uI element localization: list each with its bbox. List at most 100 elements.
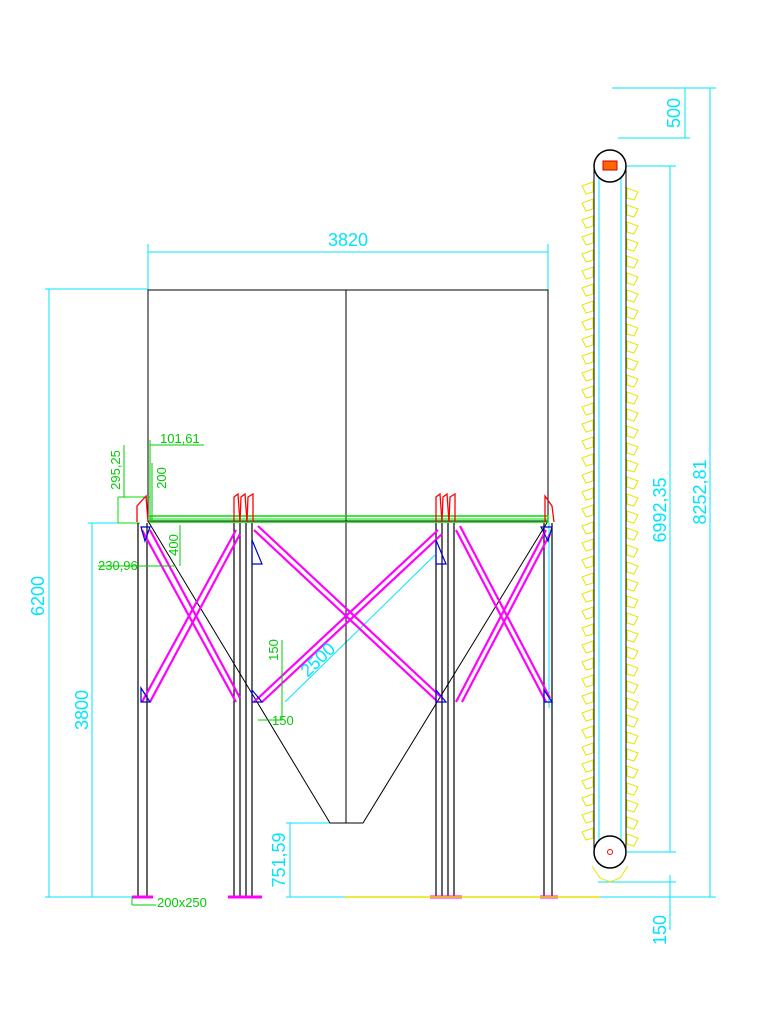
- bucket-left: [581, 759, 594, 773]
- bucket-right: [626, 544, 639, 558]
- bucket-right: [626, 255, 639, 269]
- bucket-left: [581, 470, 594, 484]
- dim-conveyor-total: 8252,81: [690, 459, 710, 524]
- bucket-left: [581, 300, 594, 314]
- bucket-right: [626, 476, 639, 490]
- bucket-right: [626, 323, 639, 337]
- bucket-right: [626, 442, 639, 456]
- bucket-right: [626, 782, 639, 796]
- dim-brace-start: 230,96: [98, 558, 138, 573]
- bucket-left: [581, 266, 594, 280]
- dim-conveyor-base: 150: [650, 915, 670, 945]
- bucket-left: [581, 827, 594, 841]
- bucket-left: [581, 708, 594, 722]
- bucket-left: [581, 606, 594, 620]
- bucket-left: [581, 334, 594, 348]
- bucket-left: [581, 776, 594, 790]
- bucket-right: [626, 306, 639, 320]
- bucket-left: [581, 419, 594, 433]
- bucket-right: [626, 578, 639, 592]
- bucket-left: [581, 198, 594, 212]
- bucket-right: [626, 408, 639, 422]
- bucket-elevator: [581, 149, 639, 883]
- bucket-right: [626, 714, 639, 728]
- bucket-right: [626, 391, 639, 405]
- bucket-right: [626, 221, 639, 235]
- bucket-right: [626, 833, 639, 847]
- bucket-right: [626, 561, 639, 575]
- bucket-right: [626, 357, 639, 371]
- bucket-left: [581, 181, 594, 195]
- bucket-right: [626, 493, 639, 507]
- bucket-left: [581, 572, 594, 586]
- ring-beam: [117, 496, 549, 524]
- bucket-left: [581, 368, 594, 382]
- dimension-labels: 3820 6200 3800 751,59 2500 500 6992,35 8…: [28, 98, 710, 945]
- bucket-left: [581, 402, 594, 416]
- bucket-left: [581, 742, 594, 756]
- bucket-right: [626, 697, 639, 711]
- bucket-left: [581, 674, 594, 688]
- dim-gusset-150a: 150: [266, 639, 281, 661]
- bucket-left: [581, 436, 594, 450]
- bucket-left: [581, 317, 594, 331]
- bucket-left: [581, 555, 594, 569]
- bucket-right: [626, 425, 639, 439]
- bucket-right: [626, 289, 639, 303]
- bucket-right: [626, 510, 639, 524]
- green-dimension-lines: [98, 440, 283, 906]
- bucket-right: [626, 612, 639, 626]
- bucket-right: [626, 238, 639, 252]
- bucket-right: [626, 765, 639, 779]
- bucket-left: [581, 538, 594, 552]
- bucket-right: [626, 680, 639, 694]
- elevator-buckets: [581, 181, 639, 883]
- x-bracing: [141, 525, 551, 703]
- dim-gusset-150b: 150: [272, 713, 294, 728]
- bucket-left: [581, 793, 594, 807]
- bucket-left: [581, 725, 594, 739]
- bucket-left: [581, 623, 594, 637]
- dim-outlet-clearance: 751,59: [269, 832, 289, 887]
- bucket-left: [581, 215, 594, 229]
- dim-silo-width: 3820: [328, 230, 368, 250]
- bucket-right: [626, 748, 639, 762]
- bucket-left: [581, 691, 594, 705]
- bucket-right: [626, 272, 639, 286]
- dim-brace-span: 2500: [296, 639, 339, 681]
- dim-total-height: 6200: [28, 576, 48, 616]
- dim-base-plate: 200x250: [157, 895, 207, 910]
- dim-bracket-offset: 101,61: [160, 431, 200, 446]
- bucket-left: [581, 810, 594, 824]
- bucket-left: [581, 521, 594, 535]
- column-caps: [136, 492, 555, 523]
- bucket-right: [626, 731, 639, 745]
- silo-body: [147, 289, 549, 824]
- bucket-left: [581, 504, 594, 518]
- bucket-right: [626, 187, 639, 201]
- bucket-left: [581, 640, 594, 654]
- bucket-right: [626, 459, 639, 473]
- bucket-right: [626, 595, 639, 609]
- bucket-bottom: [591, 865, 629, 883]
- dim-bracket-height: 295,25: [108, 450, 123, 490]
- bucket-right: [626, 340, 639, 354]
- bucket-right: [626, 646, 639, 660]
- bucket-left: [581, 283, 594, 297]
- bucket-left: [581, 657, 594, 671]
- support-columns: [137, 523, 553, 897]
- bucket-left: [581, 351, 594, 365]
- bucket-right: [626, 799, 639, 813]
- bucket-left: [581, 453, 594, 467]
- dim-brace-400: 400: [166, 534, 181, 556]
- bucket-right: [626, 816, 639, 830]
- dim-conveyor-top: 500: [664, 98, 684, 128]
- cyan-dimension-lines: [45, 87, 716, 930]
- gusset-brackets: [140, 526, 554, 703]
- bucket-right: [626, 527, 639, 541]
- bucket-right: [626, 374, 639, 388]
- bucket-left: [581, 385, 594, 399]
- dim-leg-height: 3800: [72, 690, 92, 730]
- dim-bracket-200: 200: [154, 467, 169, 489]
